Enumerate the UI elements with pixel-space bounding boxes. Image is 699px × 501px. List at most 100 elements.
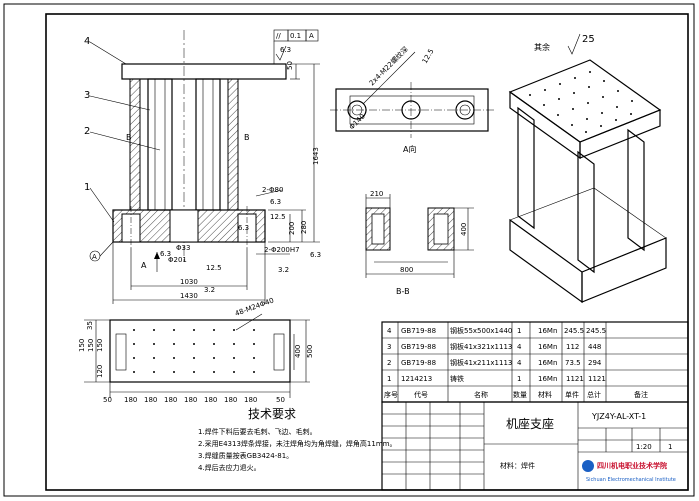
dim-1030: 1030 (180, 278, 198, 286)
bom-r2-code: GB719-88 (401, 359, 436, 367)
requirement-line-3: 3.焊缝质量按表GB3424-81。 (198, 451, 293, 460)
top-view-plate (109, 319, 291, 383)
bom-r2-qty: 4 (517, 359, 522, 367)
bom-r4-w2: 245.5 (586, 327, 606, 335)
bom-r3-code: GB719-88 (401, 343, 436, 351)
hole-top: 2-Φ80 (262, 186, 283, 194)
bom-r3-mat: 16Mn (538, 343, 557, 351)
title-scale: 1:20 (636, 443, 652, 451)
datum-circle-a: A (92, 253, 97, 261)
bom-r4-name: 钢板55x500x1440 (450, 326, 512, 335)
part-label-1: 1 (84, 182, 90, 193)
bom-table: 4 GB719-88 钢板55x500x1440 1 16Mn 245.5 24… (381, 321, 689, 403)
bb-dim-800: 800 (400, 266, 413, 274)
top-bottom-dim-6: 180 (224, 396, 237, 404)
dim-1430: 1430 (180, 292, 198, 300)
iso-hole-grid (529, 71, 633, 133)
bb-title: B-B (396, 287, 410, 296)
front-view: 4 3 2 1 B B A A // 0.1 A 6.3 50 1643 (84, 29, 321, 304)
bom-header-unit: 单件 (565, 390, 579, 399)
title-school: 四川机电职业技术学院 (597, 461, 667, 470)
bom-header-note: 备注 (634, 390, 648, 399)
bom-r1-qty: 1 (517, 375, 521, 383)
bom-header-total: 总计 (587, 390, 601, 399)
dim-base-step: 200 (288, 222, 296, 235)
part-label-2: 2 (84, 126, 90, 137)
top-bottom-dim-4: 180 (184, 396, 197, 404)
rough-r6: 6.3 (238, 224, 249, 232)
top-bottom-dim-1: 180 (124, 396, 137, 404)
bom-r1-w1: 1121 (566, 375, 584, 383)
bom-r1-no: 1 (387, 375, 391, 383)
top-view-holes (133, 329, 255, 373)
rough-r5: 6.3 (310, 251, 321, 259)
top-left-dim-4: 120 (96, 365, 104, 378)
title-drawing-no: YJZ4Y-AL-XT-1 (591, 412, 646, 421)
surface-top: 6.3 (280, 46, 291, 54)
section-bb: 210 400 800 B-B (365, 190, 474, 296)
gdt-symbol: // (276, 32, 281, 40)
top-left-dim-0: 35 (86, 321, 94, 330)
bom-r3-w1: 112 (566, 343, 579, 351)
bom-r1-w2: 1121 (588, 375, 606, 383)
bom-header-code: 代号 (414, 390, 428, 399)
bom-r2-no: 2 (387, 359, 391, 367)
tech-requirements: 技术要求 1.焊件下料后要去毛刺、飞边、毛刺。 2.采用E4313焊条焊接，未注… (198, 407, 396, 472)
iso-note: 其余 (534, 42, 550, 52)
bb-dim-210: 210 (370, 190, 383, 198)
title-sheet: 1 (668, 443, 672, 451)
section-mark-b-right: B (244, 133, 250, 142)
bom-header-no: 序号 (384, 390, 398, 399)
bom-r2-mat: 16Mn (538, 359, 557, 367)
bom-header-name: 名称 (474, 390, 488, 399)
rough-r1: 6.3 (270, 198, 281, 206)
bom-header-mat: 材料 (538, 390, 552, 399)
gdt-value: 0.1 (290, 32, 301, 40)
rough-r3: 3.2 (278, 266, 289, 274)
bom-r2-name: 钢板41x211x1113 (450, 358, 512, 367)
bom-r3-qty: 4 (517, 343, 522, 351)
rough-r8: 12.5 (206, 264, 222, 272)
bom-r2-w2: 294 (588, 359, 602, 367)
title-school-en: Sichuan Electromechanical Institute (586, 477, 676, 483)
title-material: 材料：焊件 (500, 461, 535, 470)
top-left-dim-2: 150 (87, 339, 95, 352)
requirement-line-2: 2.采用E4313焊条焊接，未注焊角均为角焊缝，焊角高11mm。 (198, 439, 396, 448)
dim-overall-height: 1643 (312, 147, 320, 165)
rough-r7: 6.3 (160, 250, 171, 258)
view-mark-a: A (141, 261, 147, 270)
school-logo-icon (582, 460, 594, 472)
title-block: 机座支座 YJZ4Y-AL-XT-1 材料：焊件 1:20 1 四川机电职业技术… (381, 401, 689, 491)
top-bottom-dim-2: 180 (144, 396, 157, 404)
title-part-name: 机座支座 (506, 416, 554, 431)
section-mark-b-left: B (126, 133, 132, 142)
rough-r9: 3.2 (204, 286, 215, 294)
requirement-line-1: 1.焊件下料后要去毛刺、飞边、毛刺。 (198, 427, 317, 436)
iso-roughness: 25 (582, 34, 595, 45)
top-bottom-dim-8: 50 (276, 396, 285, 404)
bom-r3-no: 3 (387, 343, 391, 351)
gdt-datum: A (309, 32, 314, 40)
top-right-dim-500: 500 (306, 345, 314, 358)
part-label-3: 3 (84, 90, 90, 101)
top-bottom-dim-5: 180 (204, 396, 217, 404)
dim-top-thickness: 50 (286, 61, 294, 70)
bom-r4-mat: 16Mn (538, 327, 557, 335)
top-bottom-dim-7: 180 (244, 396, 257, 404)
bom-r4-qty: 1 (517, 327, 521, 335)
requirement-line-4: 4.焊后去应力退火。 (198, 463, 261, 472)
bom-r4-no: 4 (387, 327, 392, 335)
top-right-dim-400: 400 (294, 345, 302, 358)
dim-phi33: Φ33 (176, 244, 190, 252)
bom-r3-w2: 448 (588, 343, 601, 351)
bom-r4-w1: 245.5 (564, 327, 584, 335)
bom-r1-name: 铸铁 (450, 374, 464, 383)
bom-r4-code: GB719-88 (401, 327, 436, 335)
inner-frame (45, 13, 689, 491)
iso-view: 其余 25 (508, 33, 667, 304)
top-bottom-dim-0: 50 (103, 396, 112, 404)
requirements-title: 技术要求 (248, 407, 296, 421)
top-bottom-dim-3: 180 (164, 396, 177, 404)
rough-r2: 12.5 (270, 213, 286, 221)
